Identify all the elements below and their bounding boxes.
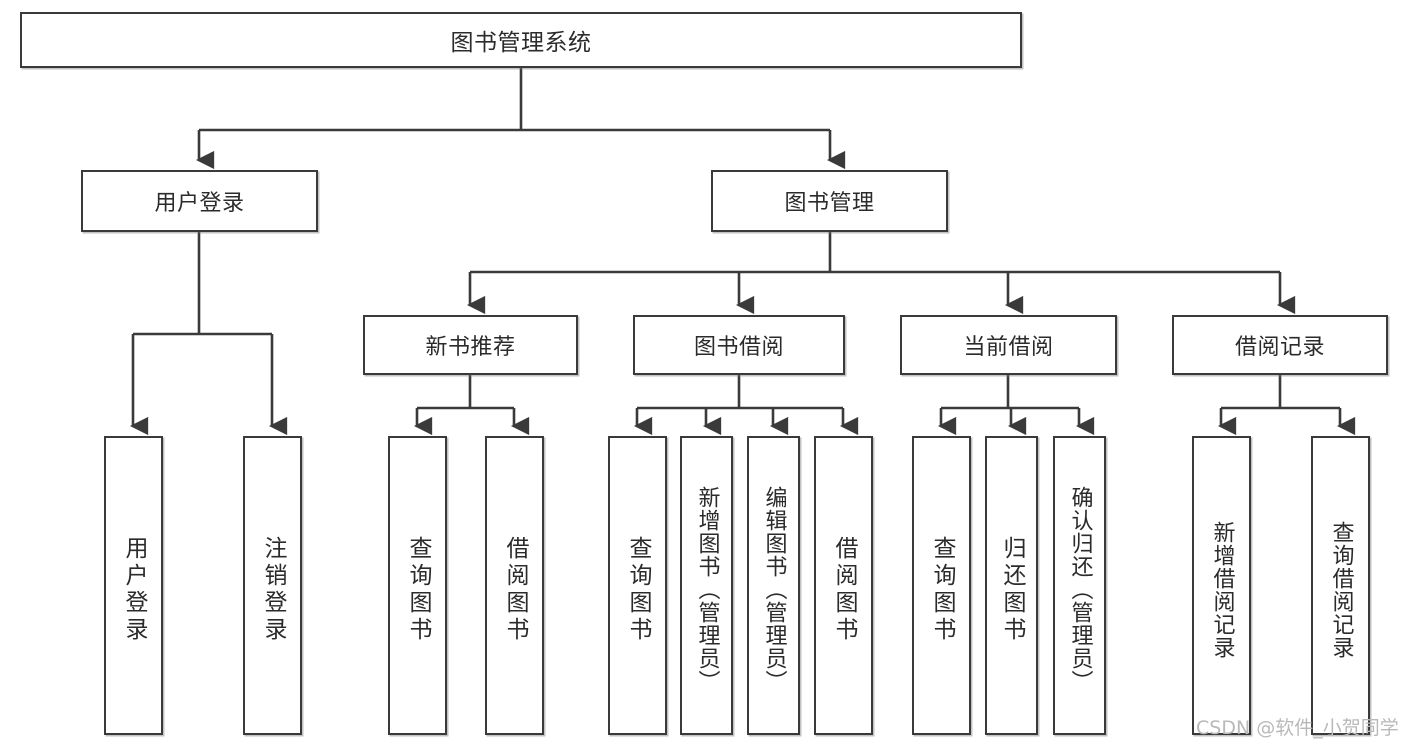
leaf-query-book-2[interactable]: 查询图书 <box>608 436 667 735</box>
leaf-user-login[interactable]: 用户登录 <box>104 436 163 735</box>
leaf-edit-book-admin[interactable]: 编辑图书（管理员） <box>747 436 800 735</box>
leaf-logout-login-label: 注销登录 <box>260 535 286 644</box>
leaf-user-login-label: 用户登录 <box>121 535 147 644</box>
leaf-add-book-admin-label: 新增图书（管理员） <box>694 486 720 693</box>
leaf-query-book-2-label: 查询图书 <box>625 535 651 644</box>
node-user-login-label: 用户登录 <box>154 191 245 216</box>
leaf-borrow-book-2[interactable]: 借阅图书 <box>814 436 873 735</box>
leaf-borrow-book-2-label: 借阅图书 <box>831 535 857 644</box>
node-borrow-record[interactable]: 借阅记录 <box>1172 315 1388 375</box>
leaf-return-book[interactable]: 归还图书 <box>985 436 1038 735</box>
leaf-query-book-1[interactable]: 查询图书 <box>388 436 447 735</box>
leaf-logout-login[interactable]: 注销登录 <box>243 436 302 735</box>
leaf-add-book-admin[interactable]: 新增图书（管理员） <box>680 436 733 735</box>
leaf-add-borrow-record-label: 新增借阅记录 <box>1209 520 1235 659</box>
node-book-management[interactable]: 图书管理 <box>711 170 948 232</box>
node-book-management-label: 图书管理 <box>784 191 875 216</box>
leaf-query-book-3[interactable]: 查询图书 <box>912 436 971 735</box>
leaf-edit-book-admin-label: 编辑图书（管理员） <box>761 486 787 693</box>
node-current-borrow[interactable]: 当前借阅 <box>900 315 1117 375</box>
node-borrow-record-label: 借阅记录 <box>1234 335 1325 360</box>
node-root-system[interactable]: 图书管理系统 <box>20 12 1022 68</box>
leaf-query-book-1-label: 查询图书 <box>405 535 431 644</box>
leaf-add-borrow-record[interactable]: 新增借阅记录 <box>1192 436 1251 735</box>
leaf-confirm-return-admin-label: 确认归还（管理员） <box>1067 486 1093 693</box>
leaf-borrow-book-1[interactable]: 借阅图书 <box>485 436 544 735</box>
leaf-borrow-book-1-label: 借阅图书 <box>502 535 528 644</box>
node-book-borrow[interactable]: 图书借阅 <box>633 315 845 375</box>
leaf-return-book-label: 归还图书 <box>999 535 1025 644</box>
leaf-confirm-return-admin[interactable]: 确认归还（管理员） <box>1053 436 1106 735</box>
node-user-login[interactable]: 用户登录 <box>81 170 318 232</box>
node-current-borrow-label: 当前借阅 <box>963 335 1054 360</box>
node-new-book-recommend-label: 新书推荐 <box>425 335 516 360</box>
leaf-query-borrow-record-label: 查询借阅记录 <box>1328 520 1354 659</box>
node-root-label: 图书管理系统 <box>450 30 592 56</box>
leaf-query-borrow-record[interactable]: 查询借阅记录 <box>1311 436 1370 735</box>
node-new-book-recommend[interactable]: 新书推荐 <box>363 315 578 375</box>
leaf-query-book-3-label: 查询图书 <box>929 535 955 644</box>
node-book-borrow-label: 图书借阅 <box>693 335 784 360</box>
